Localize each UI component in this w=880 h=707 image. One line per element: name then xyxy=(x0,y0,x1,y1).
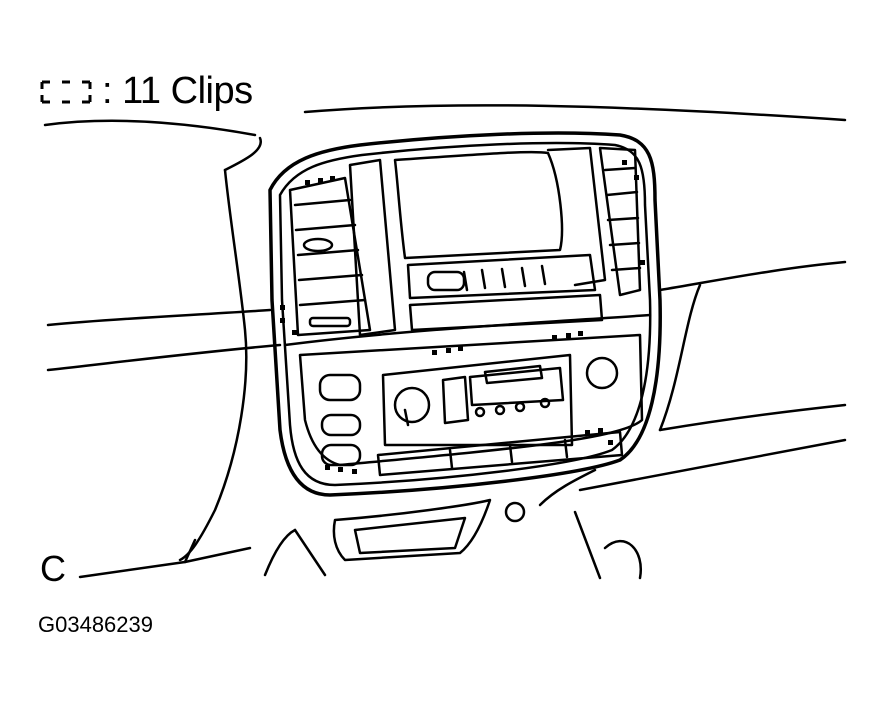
view-label: C xyxy=(40,548,66,589)
clip-symbol-icon xyxy=(40,80,92,103)
figure-id: G03486239 xyxy=(38,612,153,637)
clip-legend: : 11 Clips xyxy=(40,70,253,113)
legend-text: : 11 Clips xyxy=(102,70,253,112)
